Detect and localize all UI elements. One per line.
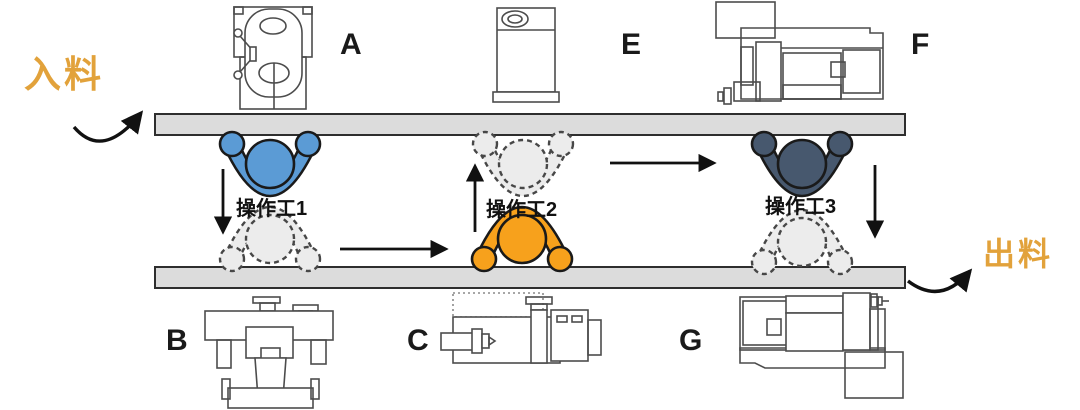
operator-3-ghost-position — [750, 208, 854, 276]
output-flow-arrow — [906, 268, 973, 294]
station-label-g: G — [679, 324, 703, 357]
input-flow-arrow — [72, 110, 144, 143]
operator-1-label: 操作工1 — [236, 198, 308, 220]
operator-2-label: 操作工2 — [486, 199, 558, 221]
line-bench-bottom — [154, 266, 906, 289]
station-label-c: C — [407, 324, 429, 357]
machine-a-icon — [233, 6, 313, 110]
machine-e-icon — [492, 7, 560, 103]
operator-3-figure — [750, 130, 854, 198]
station-label-b: B — [166, 324, 188, 357]
output-label: 出料 — [983, 236, 1054, 272]
machine-g-icon — [739, 292, 904, 399]
station-label-f: F — [911, 28, 930, 61]
station-label-e: E — [621, 28, 642, 61]
machine-b-icon — [204, 296, 334, 409]
line-bench-top — [154, 113, 906, 136]
operator-2-ghost-position — [471, 130, 575, 198]
input-label: 入料 — [24, 54, 104, 95]
station-label-a: A — [340, 28, 362, 61]
operator-1-figure — [218, 130, 322, 198]
machine-c-icon — [440, 292, 602, 364]
machine-f-icon — [715, 1, 884, 105]
operator-3-label: 操作工3 — [765, 196, 837, 218]
